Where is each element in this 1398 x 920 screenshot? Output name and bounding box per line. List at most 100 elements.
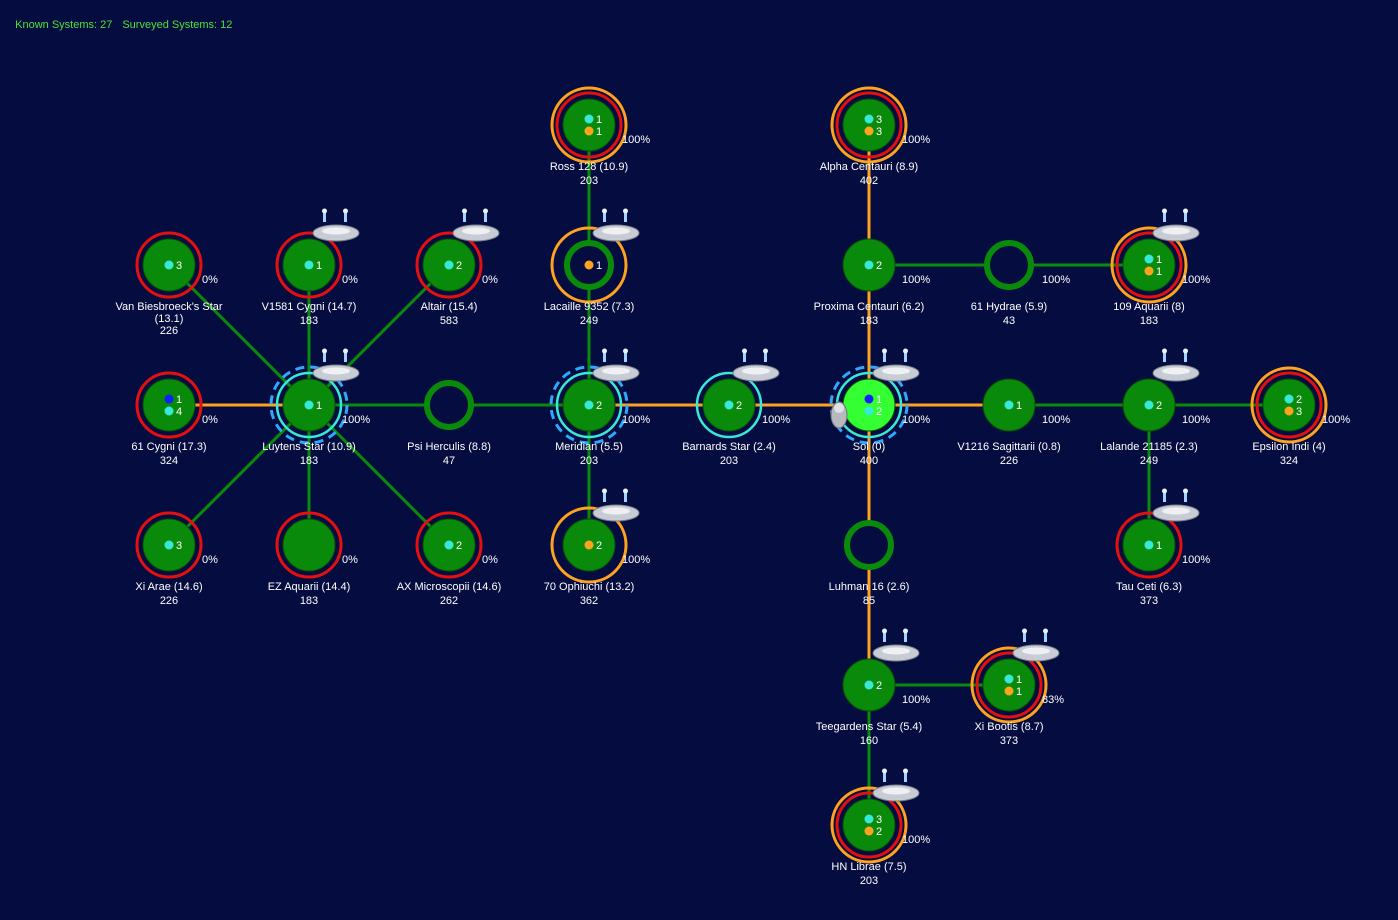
jump-link — [307, 263, 451, 407]
system-population: 203 — [579, 175, 599, 187]
star-system[interactable]: 30% — [135, 231, 218, 299]
fleet-ship-icon[interactable] — [732, 348, 780, 382]
system-name: Teegardens Star (5.4) — [815, 721, 923, 733]
system-name: Xi Arae (14.6) — [135, 581, 203, 593]
system-name: 61 Hydrae (5.9) — [970, 301, 1048, 313]
body-count: 1 — [316, 260, 322, 272]
orange-ring — [1110, 226, 1188, 304]
body-count: 1 — [876, 394, 882, 406]
body-count: 4 — [176, 406, 182, 418]
red-ring — [1115, 231, 1183, 299]
system-label: HN Librae (7.5)203 — [794, 860, 944, 888]
star-system[interactable]: 100% — [984, 240, 1070, 290]
jump-point-ring — [269, 365, 349, 445]
star-system[interactable]: 140% — [135, 371, 218, 439]
system-label: 70 Ophiuchi (13.2)362 — [514, 580, 664, 608]
system-body — [424, 380, 474, 430]
cyan-ring — [695, 371, 763, 439]
system-body — [982, 658, 1036, 712]
survey-percent: 0% — [482, 274, 498, 286]
system-label: V1581 Cygni (14.7)183 — [234, 300, 384, 328]
system-label: Barnards Star (2.4)203 — [654, 440, 804, 468]
body-count: 1 — [1156, 254, 1162, 266]
jump-point-ring — [549, 365, 629, 445]
system-population: 324 — [1279, 455, 1299, 467]
system-population: 583 — [439, 315, 459, 327]
fleet-ship-icon[interactable] — [452, 208, 500, 242]
system-population: 183 — [859, 315, 879, 327]
body-count: 2 — [456, 260, 462, 272]
fleet-ship-icon[interactable] — [1012, 628, 1060, 662]
survey-percent: 100% — [622, 134, 650, 146]
survey-percent: 100% — [1182, 414, 1210, 426]
fleet-ship-icon[interactable] — [1152, 348, 1200, 382]
body-marker — [864, 126, 874, 136]
system-name: Altair (15.4) — [420, 301, 478, 313]
body-marker — [1144, 400, 1154, 410]
fleet-ship-icon[interactable] — [872, 628, 920, 662]
system-label: AX Microscopii (14.6)262 — [374, 580, 524, 608]
survey-percent: 100% — [902, 834, 930, 846]
star-system[interactable]: 10% — [275, 208, 360, 299]
fleet-ship-icon[interactable] — [312, 348, 360, 382]
fleet-ship-icon[interactable] — [592, 488, 640, 522]
red-ring — [275, 511, 343, 579]
jump-link — [307, 403, 451, 547]
orange-ring — [830, 86, 908, 164]
body-marker — [1284, 394, 1294, 404]
star-system[interactable]: 1 — [550, 208, 640, 304]
system-label: Lacaille 9352 (7.3)249 — [514, 300, 664, 328]
fleet-ship-icon[interactable] — [1152, 488, 1200, 522]
system-population: 203 — [579, 455, 599, 467]
star-system[interactable] — [844, 520, 894, 570]
red-ring — [415, 511, 483, 579]
star-system[interactable] — [424, 380, 474, 430]
system-name: V1216 Sagittarii (0.8) — [957, 441, 1061, 453]
body-marker — [1004, 674, 1014, 684]
star-system[interactable]: 2 0% — [415, 208, 500, 299]
body-count: 2 — [1296, 394, 1302, 406]
red-ring — [135, 371, 203, 439]
fleet-ship-icon[interactable] — [1152, 208, 1200, 242]
system-name: Ross 128 (10.9) — [549, 161, 629, 173]
fleet-ship-icon[interactable] — [592, 348, 640, 382]
fleet-ship-icon[interactable] — [872, 768, 920, 802]
body-marker — [864, 826, 874, 836]
fleet-ship-icon[interactable] — [312, 208, 360, 242]
player-fleet-icon[interactable] — [830, 401, 848, 429]
system-population: 226 — [999, 455, 1019, 467]
system-name: AX Microscopii (14.6) — [396, 581, 502, 593]
known-systems-count: Known Systems: 27 — [15, 19, 113, 31]
fleet-ship-icon[interactable] — [872, 348, 920, 382]
body-marker — [1144, 540, 1154, 550]
star-system[interactable]: 0% — [275, 511, 358, 579]
jump-point-ring — [829, 365, 909, 445]
fleet-ship-icon[interactable] — [592, 208, 640, 242]
system-label: Epsilon Indi (4)324 — [1214, 440, 1364, 468]
system-name: Lacaille 9352 (7.3) — [543, 301, 635, 313]
system-population: 400 — [859, 455, 879, 467]
body-marker — [1144, 254, 1154, 264]
star-system[interactable]: 20% — [415, 511, 498, 579]
system-body — [984, 240, 1034, 290]
star-system[interactable]: 30% — [135, 511, 218, 579]
system-name-line2: (13.1) — [154, 313, 184, 325]
system-label: Psi Herculis (8.8)47 — [374, 440, 524, 468]
